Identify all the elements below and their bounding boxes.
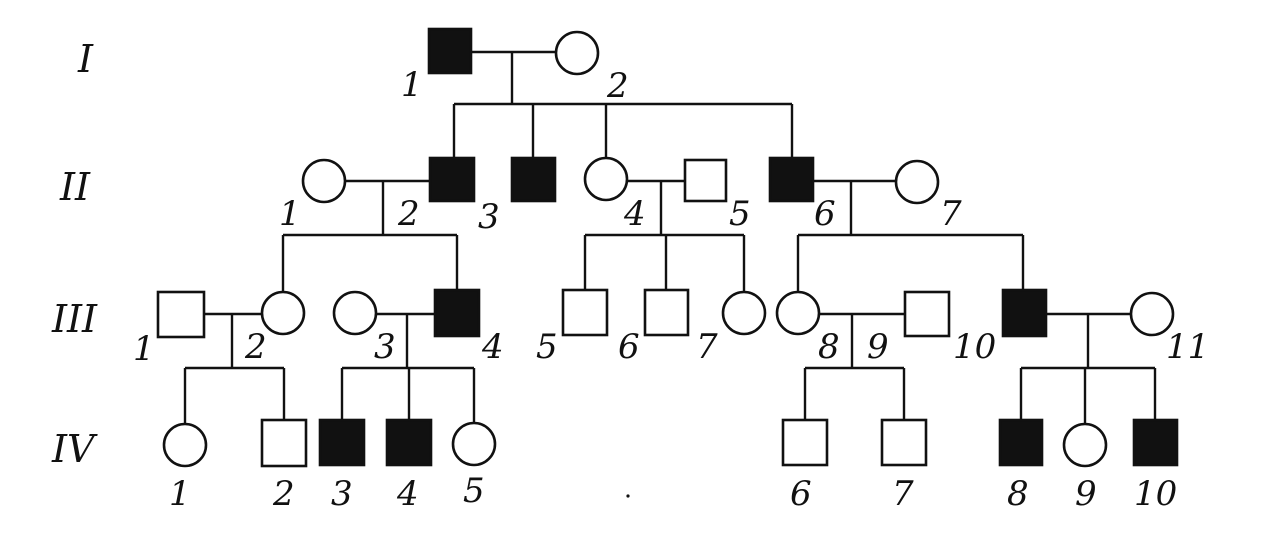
individual-II-3-symbol (510, 156, 557, 203)
individual-IV-6-symbol (781, 418, 829, 467)
individual-I-2-label: 2 (606, 66, 629, 106)
individual-IV-6-label: 6 (790, 474, 812, 514)
individual-II-1-symbol (301, 158, 347, 204)
individual-III-5-symbol (561, 288, 609, 337)
individual-II-4-symbol (583, 156, 629, 202)
individual-IV-2-symbol (260, 418, 308, 468)
individual-I-1-label: 1 (401, 65, 423, 105)
individual-III-10-symbol (1001, 288, 1048, 338)
individual-III-10-label: 10 (953, 327, 996, 367)
individual-IV-4-symbol (385, 418, 433, 467)
individual-IV-8-label: 8 (1007, 474, 1029, 514)
individual-III-6-label: 6 (618, 327, 640, 367)
individual-IV-9-symbol (1062, 422, 1108, 468)
individual-II-5-label: 5 (729, 194, 751, 234)
individual-III-7-label: 7 (696, 327, 718, 367)
speck-dot (626, 494, 630, 498)
individual-III-9-symbol (903, 290, 951, 338)
individual-II-4-label: 4 (623, 194, 646, 234)
individual-IV-2-label: 2 (272, 474, 295, 514)
individual-I-2-symbol (554, 30, 600, 76)
individual-II-3-label: 3 (478, 197, 500, 237)
individual-III-1-symbol (156, 290, 206, 339)
individual-III-8-symbol (775, 290, 821, 336)
generation-label-II: II (59, 165, 91, 209)
individuals (156, 27, 1179, 468)
individual-II-6-symbol (768, 156, 815, 203)
individual-II-7-symbol (894, 159, 940, 205)
individual-IV-8-symbol (998, 418, 1044, 467)
individual-IV-1-label: 1 (169, 474, 191, 514)
individual-IV-9-label: 9 (1075, 474, 1097, 514)
individual-II-6-label: 6 (814, 194, 836, 234)
individual-II-2-symbol (428, 156, 476, 203)
individual-labels: 1 2 1 2 3 4 5 6 7 1 2 3 4 5 6 7 8 9 10 1… (133, 65, 1209, 514)
individual-III-11-symbol (1129, 291, 1175, 337)
individual-IV-4-label: 4 (396, 474, 419, 514)
individual-IV-5-symbol (451, 421, 497, 467)
individual-III-8-label: 8 (818, 327, 840, 367)
individual-III-4-symbol (433, 288, 481, 338)
individual-II-1-label: 1 (279, 194, 301, 234)
individual-IV-10-symbol (1132, 418, 1179, 467)
individual-I-1-symbol (427, 27, 473, 75)
individual-III-7-symbol (721, 290, 767, 336)
individual-IV-5-label: 5 (463, 471, 485, 511)
individual-IV-1-symbol (162, 422, 208, 468)
individual-III-3-symbol (332, 290, 378, 336)
individual-III-4-label: 4 (481, 327, 504, 367)
individual-IV-3-symbol (318, 418, 366, 467)
individual-II-7-label: 7 (940, 194, 962, 234)
generation-label-IV: IV (51, 427, 98, 471)
individual-III-9-label: 9 (867, 327, 889, 367)
pedigree-lines (183, 50, 1157, 424)
individual-IV-7-label: 7 (892, 474, 914, 514)
individual-II-2-label: 2 (397, 194, 420, 234)
individual-IV-10-label: 10 (1134, 474, 1177, 514)
individual-III-5-label: 5 (536, 327, 558, 367)
individual-II-5-symbol (683, 158, 728, 203)
individual-III-1-label: 1 (133, 329, 155, 369)
individual-III-2-symbol (260, 290, 306, 336)
individual-IV-3-label: 3 (331, 474, 353, 514)
individual-III-2-label: 2 (244, 327, 267, 367)
individual-III-11-label: 11 (1166, 327, 1209, 367)
individual-III-6-symbol (643, 288, 690, 337)
generation-label-III: III (51, 297, 98, 341)
individual-IV-7-symbol (880, 418, 928, 467)
individual-III-3-label: 3 (374, 327, 396, 367)
generation-label-I: I (77, 37, 94, 81)
generation-labels: I II III IV (51, 37, 98, 471)
